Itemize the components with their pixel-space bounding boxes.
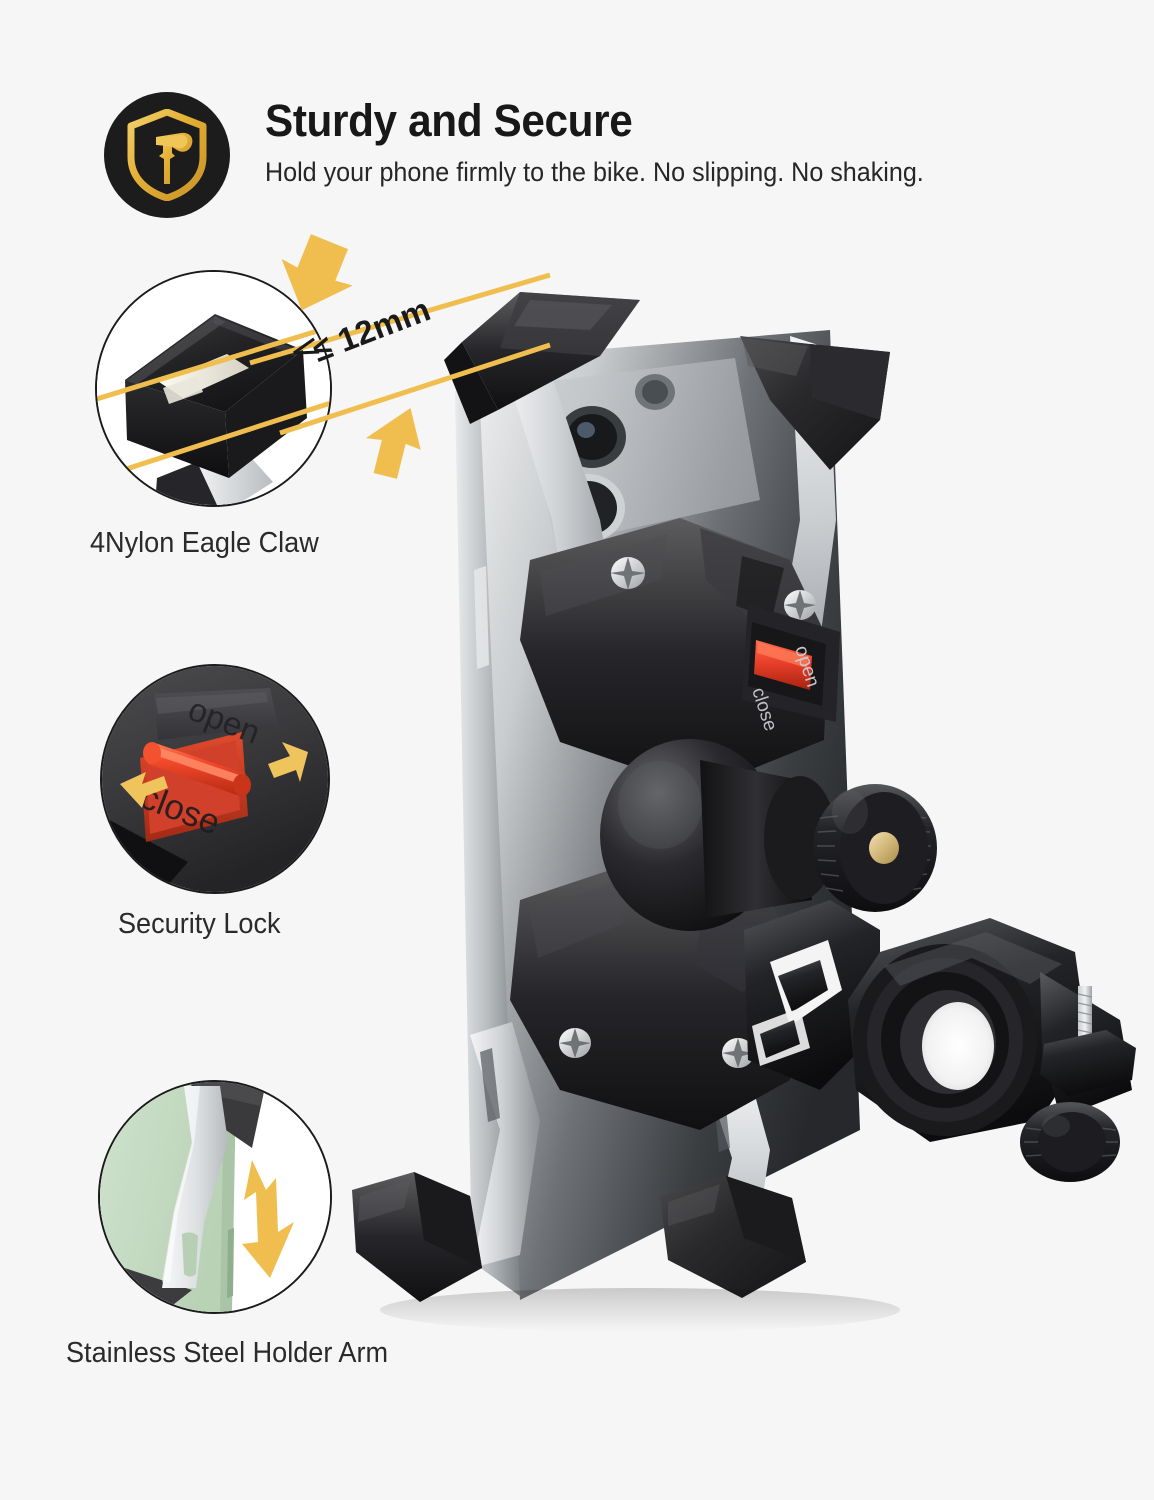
clamp-bore: [922, 1002, 994, 1090]
clamp-wing-nut: [1020, 1102, 1120, 1182]
tightening-knob: [813, 784, 937, 912]
detail-circle-stainless-arm: [98, 1080, 332, 1314]
arrow-left-icon: [120, 772, 168, 808]
screw-lower-left: [559, 1028, 591, 1058]
measurement-annotation: ≤ 12mm: [249, 234, 551, 479]
screw-upper-left: [610, 557, 646, 590]
arrow-down-icon: [281, 234, 353, 311]
clamp-arm-link: [744, 900, 880, 1090]
detail-circle-nylon-claw: [95, 270, 332, 507]
clamp-bolt: [1040, 986, 1136, 1096]
claw-top-right: [740, 336, 890, 470]
claw-bottom-right: [660, 1176, 806, 1298]
knob-center-dot: [869, 832, 899, 864]
badge-circle: [104, 92, 230, 218]
detail-circle-security-lock: open close: [100, 664, 330, 894]
security-lock-switch: open close: [742, 604, 840, 734]
header: Sturdy and Secure Hold your phone firmly…: [104, 92, 1064, 227]
callout-caption-security-lock: Security Lock: [118, 908, 281, 940]
arrow-right-icon: [268, 742, 308, 782]
page-subtitle: Hold your phone firmly to the bike. No s…: [265, 157, 924, 187]
screw-upper-right: [784, 590, 816, 620]
claw-bottom-left: [352, 1172, 482, 1302]
arrow-down-icon: [242, 1160, 294, 1278]
page-title: Sturdy and Secure: [265, 95, 633, 146]
screw-lower-right: [722, 1038, 754, 1068]
claw-top-left: [444, 292, 640, 424]
callout-caption-stainless-arm: Stainless Steel Holder Arm: [66, 1337, 389, 1369]
header-text-block: Sturdy and Secure Hold your phone firmly…: [265, 98, 1065, 188]
shield-hammer-icon: [126, 109, 208, 201]
callout-caption-nylon-claw: 4Nylon Eagle Claw: [90, 527, 319, 559]
arrow-up-icon: [365, 408, 421, 479]
